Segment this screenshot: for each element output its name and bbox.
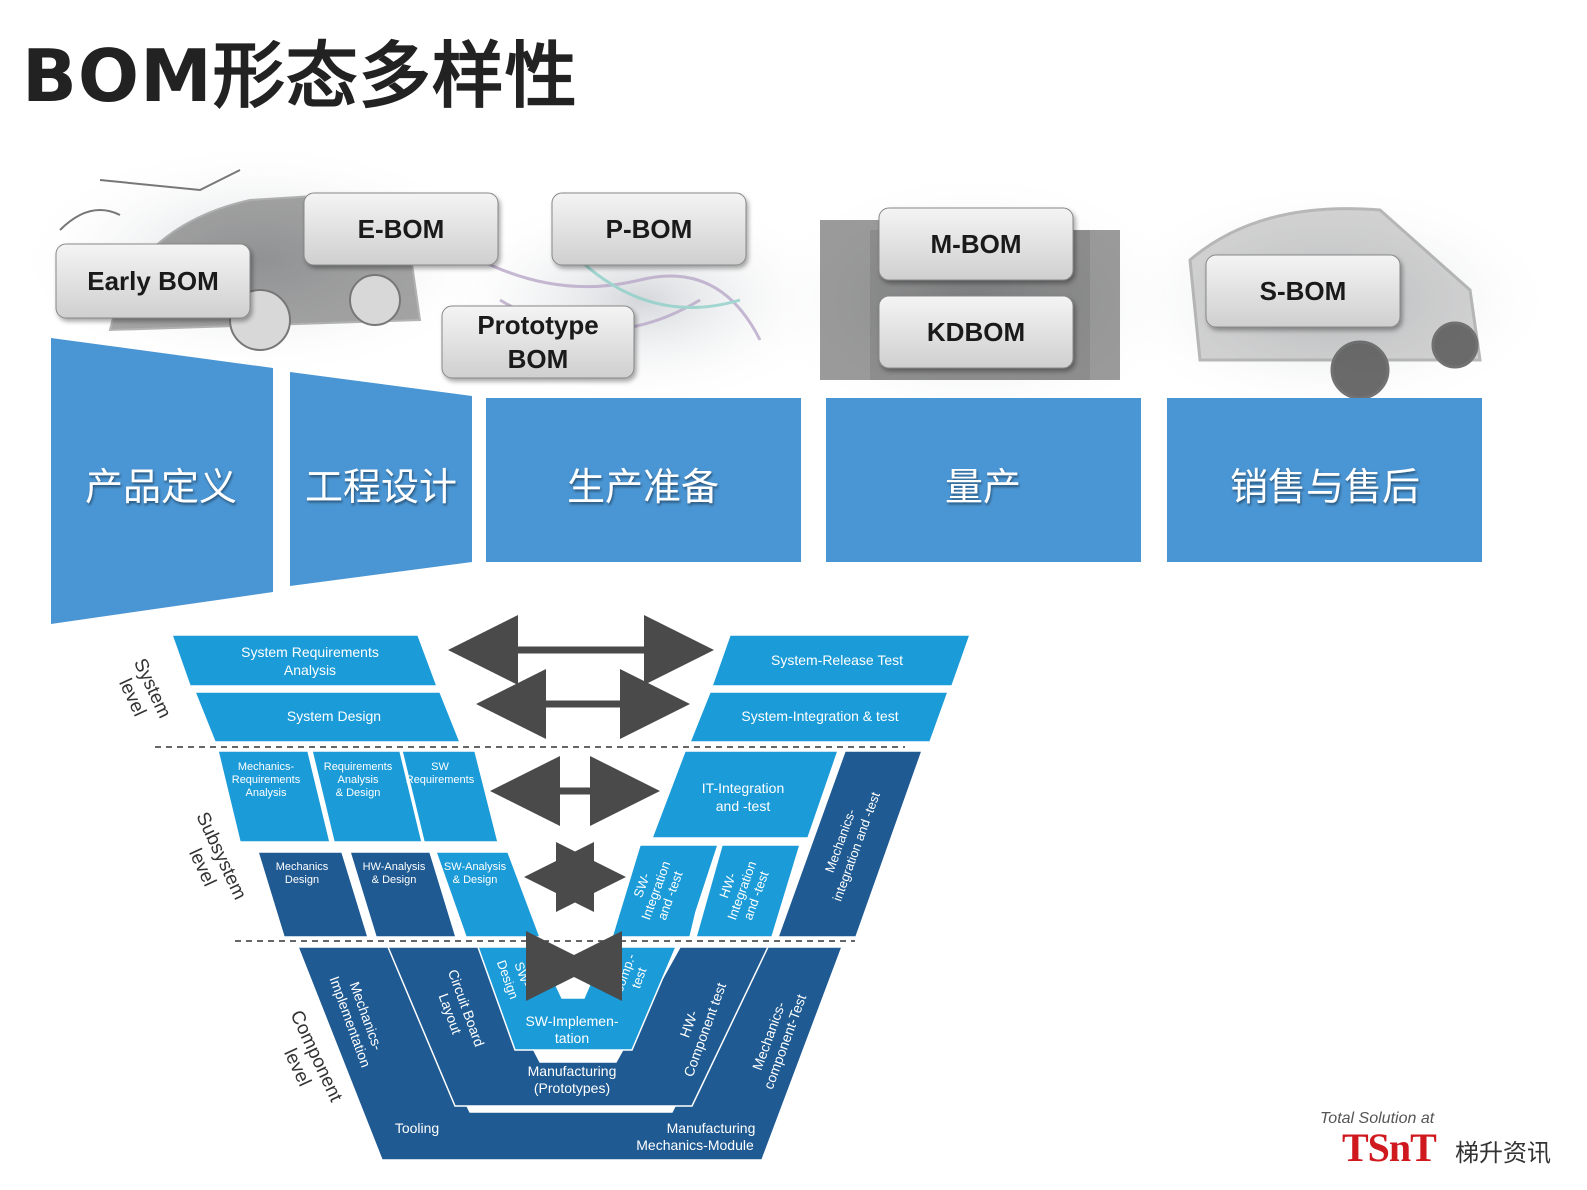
svg-text:System-Release Test: System-Release Test (771, 652, 903, 668)
svg-text:Prototype: Prototype (477, 310, 598, 340)
svg-text:Tooling: Tooling (395, 1120, 439, 1136)
svg-text:& Design: & Design (336, 787, 381, 799)
tag-early-bom: Early BOM (55, 243, 251, 319)
svg-text:SW-Analysis: SW-Analysis (444, 861, 507, 873)
svg-text:Analysis: Analysis (338, 774, 379, 786)
svg-text:HW-Analysis: HW-Analysis (363, 861, 426, 873)
phase-product-definition (51, 338, 273, 624)
box-mechanics-requirements (217, 750, 331, 843)
tag-e-bom: E-BOM (303, 192, 499, 266)
phase-label-product-definition: 产品定义 (85, 465, 237, 509)
phase-sales-aftersales (1167, 398, 1482, 562)
phase-row: 产品定义 工程设计 生产准备 量产 销售与售后 (51, 338, 1482, 624)
svg-text:System-Integration & test: System-Integration & test (741, 708, 898, 724)
verification-arrows (448, 615, 714, 1001)
level-label-system: System level (114, 655, 175, 721)
phase-label-mass-production: 量产 (945, 465, 1021, 509)
tsnt-logo: TSnT (1342, 1125, 1437, 1170)
svg-text:and -test: and -test (716, 798, 771, 814)
box-sw-requirements (401, 750, 499, 843)
tag-m-bom: M-BOM (878, 207, 1074, 281)
v-model: System level Subsystem level Component l… (114, 615, 972, 1161)
svg-text:P-BOM: P-BOM (606, 214, 693, 244)
tag-p-bom: P-BOM (551, 192, 747, 266)
svg-text:Mechanics: Mechanics (276, 861, 329, 873)
tag-kdbom: KDBOM (878, 295, 1074, 369)
svg-text:tation: tation (555, 1030, 589, 1046)
svg-text:Manufacturing: Manufacturing (528, 1063, 617, 1079)
box-system-release-test (710, 634, 972, 687)
box-mechanics-integration (776, 750, 924, 938)
svg-text:Analysis: Analysis (246, 787, 287, 799)
box-system-requirements (170, 634, 439, 687)
svg-text:Requirements: Requirements (324, 761, 393, 773)
box-system-design (193, 691, 462, 743)
svg-text:S-BOM: S-BOM (1260, 276, 1347, 306)
svg-text:SW: SW (431, 761, 449, 773)
svg-text:IT-Integration: IT-Integration (702, 780, 785, 796)
box-system-integration (688, 691, 950, 743)
box-hw-analysis-design (348, 851, 458, 938)
svg-text:Analysis: Analysis (284, 662, 336, 678)
company-name: 梯升资讯 (1455, 1139, 1551, 1167)
svg-text:(Prototypes): (Prototypes) (534, 1080, 610, 1096)
svg-text:test: test (628, 965, 649, 990)
svg-text:Requirements: Requirements (232, 774, 301, 786)
phase-label-engineering-design: 工程设计 (305, 465, 457, 509)
box-hw-integration (695, 844, 802, 938)
box-sw-integration (610, 844, 720, 938)
phase-label-production-prep: 生产准备 (567, 465, 719, 509)
bom-tags: Early BOM E-BOM P-BOM Prototype BOM M-BO… (55, 192, 1401, 379)
svg-text:Early BOM: Early BOM (87, 266, 219, 296)
tag-prototype-bom: Prototype BOM (441, 305, 635, 379)
svg-text:KDBOM: KDBOM (927, 317, 1025, 347)
svg-text:M-BOM: M-BOM (931, 229, 1022, 259)
box-mechanics-design (256, 851, 370, 938)
svg-text:Mechanics-: Mechanics- (238, 761, 295, 773)
phase-production-prep (486, 398, 801, 562)
svg-text:E-BOM: E-BOM (358, 214, 445, 244)
credit-tagline: Total Solution at (1320, 1110, 1435, 1127)
box-requirements-analysis-design (311, 750, 423, 843)
svg-text:BOM: BOM (508, 344, 569, 374)
svg-text:& Design: & Design (372, 874, 417, 886)
svg-text:System Requirements: System Requirements (241, 644, 379, 660)
svg-text:Manufacturing: Manufacturing (667, 1120, 756, 1136)
svg-text:SW-Implemen-: SW-Implemen- (525, 1013, 618, 1029)
phase-engineering-design (290, 372, 472, 586)
box-it-integration (650, 750, 840, 839)
svg-text:Design: Design (285, 874, 319, 886)
phase-mass-production (826, 398, 1141, 562)
svg-text:& Design: & Design (453, 874, 498, 886)
phase-label-sales-aftersales: 销售与售后 (1230, 465, 1420, 509)
tag-s-bom: S-BOM (1205, 254, 1401, 328)
svg-text:System Design: System Design (287, 708, 381, 724)
page-title: BOM形态多样性 (22, 34, 578, 118)
svg-text:Requirements: Requirements (406, 774, 475, 786)
svg-text:Mechanics-Module: Mechanics-Module (636, 1137, 754, 1153)
